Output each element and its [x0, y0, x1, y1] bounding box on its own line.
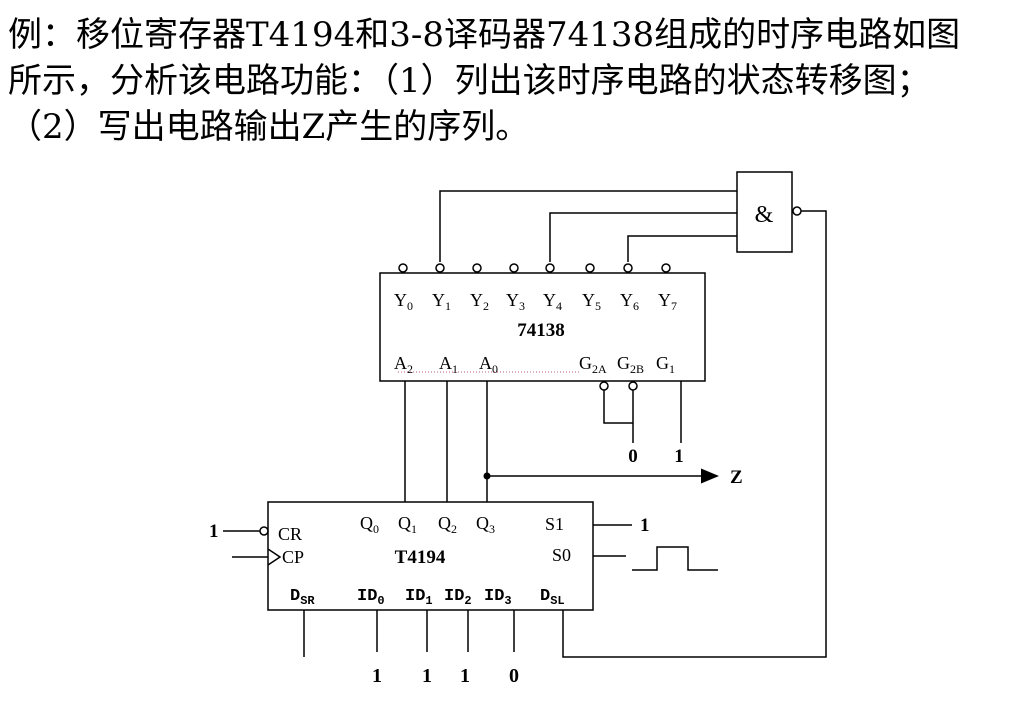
id0-value: 1 [372, 665, 382, 687]
wire-y1-to-and [439, 190, 737, 262]
decoder-output-bubbles [398, 263, 671, 273]
pin-y7: Y7 [658, 290, 677, 313]
cr-value: 1 [209, 521, 219, 542]
s0-pulse-waveform [632, 546, 718, 571]
pin-id3: ID3 [484, 587, 512, 608]
shift-register-input-labels: DSR ID0 ID1 ID2 ID3 DSL [290, 587, 565, 608]
pin-a1: A1 [439, 353, 458, 376]
pin-q1: Q1 [398, 513, 417, 536]
pin-id2: ID2 [444, 587, 472, 608]
shift-register-name: T4194 [395, 547, 446, 568]
pin-cr: CR [278, 524, 302, 544]
pin-y1: Y1 [432, 290, 451, 313]
id3-value: 0 [509, 665, 519, 687]
problem-line-3: （2）写出电路输出Z产生的序列。 [8, 107, 530, 147]
bubble-y3 [509, 263, 519, 273]
bubble-g2a [599, 381, 609, 391]
pin-y0: Y0 [394, 290, 413, 313]
pin-q0: Q0 [360, 513, 379, 536]
enable-high-value: 1 [674, 446, 684, 467]
pin-y5: Y5 [582, 290, 601, 313]
pin-q2: Q2 [438, 513, 457, 536]
id1-value: 1 [422, 665, 432, 687]
bubble-y7 [661, 263, 671, 273]
pin-y6: Y6 [620, 290, 639, 313]
wire-y6-to-and [627, 235, 737, 262]
pin-a2: A2 [394, 353, 413, 376]
pin-s0: S0 [552, 545, 571, 565]
pin-q3: Q3 [476, 513, 495, 536]
pin-g1: G1 [656, 353, 675, 376]
and-gate-inversion-bubble [792, 206, 802, 216]
wire-g2a-g2b-to-zero [603, 390, 633, 424]
pin-cp: CP [282, 547, 304, 567]
enable-low-value: 0 [628, 446, 638, 467]
bubble-y0 [398, 263, 408, 273]
s1-value: 1 [640, 515, 650, 536]
pin-y2: Y2 [470, 290, 489, 313]
pin-id0: ID0 [357, 587, 385, 608]
pin-s1: S1 [545, 514, 564, 534]
id-input-values: 1 1 1 0 [372, 665, 519, 687]
problem-statement: 例：移位寄存器T4194和3-8译码器74138组成的时序电路如图 所示，分析该… [8, 12, 1018, 150]
problem-line-1: 例：移位寄存器T4194和3-8译码器74138组成的时序电路如图 [8, 15, 961, 55]
shift-register-output-labels: Q0 Q1 Q2 Q3 [360, 513, 495, 536]
and-gate-symbol: & [755, 202, 774, 228]
decoder-name: 74138 [517, 320, 565, 341]
pin-a0: A0 [479, 353, 498, 376]
wire-and-to-dsl [562, 210, 827, 658]
pin-g2b: G2B [617, 353, 644, 376]
pin-dsl: DSL [540, 587, 565, 608]
bubble-g2b [628, 381, 638, 391]
problem-line-2: 所示，分析该电路功能：（1）列出该时序电路的状态转移图； [8, 61, 931, 101]
id2-value: 1 [460, 665, 470, 687]
pin-dsr: DSR [290, 587, 315, 608]
pin-g2a: G2A [579, 353, 607, 376]
wire-y4-to-and [549, 212, 737, 262]
decoder-input-labels: A2 A1 A0 G2A G2B G1 [394, 353, 675, 376]
bubble-y6 [623, 263, 633, 273]
bubble-y4 [545, 263, 555, 273]
bubble-cr [259, 526, 269, 536]
decoder-output-labels: Y0 Y1 Y2 Y3 Y4 Y5 Y6 Y7 [394, 290, 677, 313]
output-z-label: Z [730, 467, 743, 488]
pin-y3: Y3 [506, 290, 525, 313]
pin-y4: Y4 [543, 290, 562, 313]
clock-triangle [267, 548, 282, 566]
bubble-y1 [435, 263, 445, 273]
pin-id1: ID1 [405, 587, 433, 608]
decoder-74138 [379, 272, 706, 382]
bubble-y5 [585, 263, 595, 273]
bubble-y2 [472, 263, 482, 273]
and-gate [736, 171, 793, 253]
